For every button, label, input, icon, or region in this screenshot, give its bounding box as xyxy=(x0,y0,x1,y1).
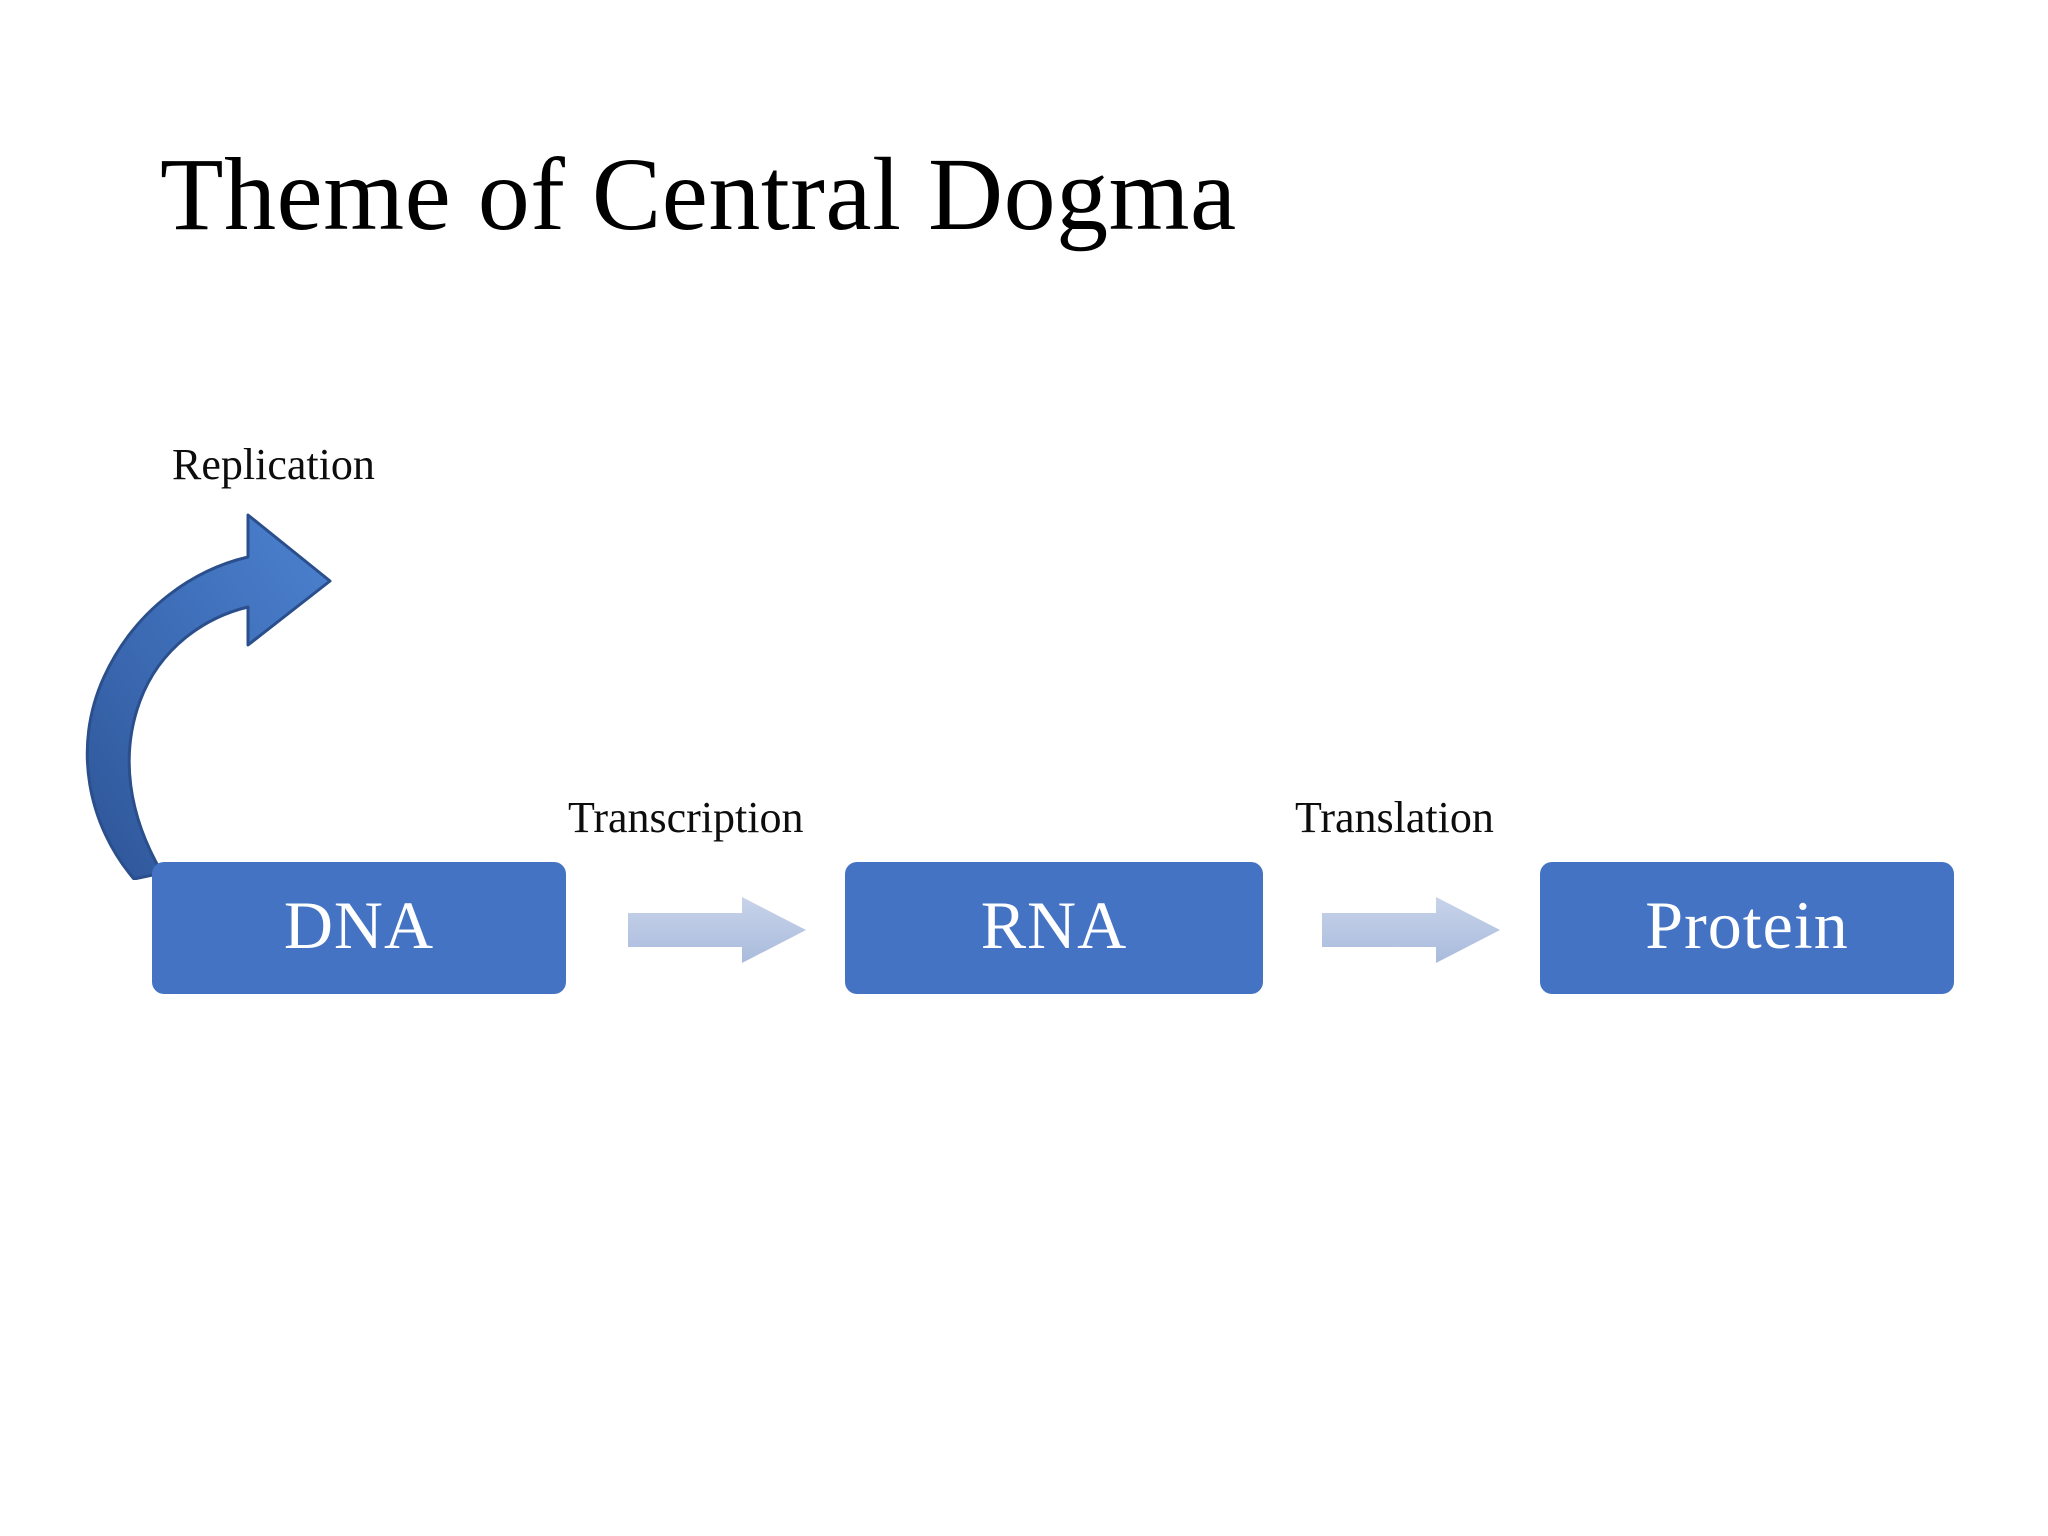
replication-arrow-shape xyxy=(85,513,332,881)
node-dna-label: DNA xyxy=(283,887,435,963)
edge-label-transcription: Transcription xyxy=(568,793,804,842)
right-arrow-shape xyxy=(628,897,806,963)
right-arrow-shape xyxy=(1322,897,1500,963)
node-protein-label: Protein xyxy=(1645,887,1849,963)
flow-arrow-translation xyxy=(1322,895,1500,965)
node-dna[interactable]: DNA xyxy=(152,862,566,994)
node-rna[interactable]: RNA xyxy=(845,862,1263,994)
edge-label-replication: Replication xyxy=(172,440,375,489)
right-arrow-icon xyxy=(628,897,806,963)
flow-arrow-transcription xyxy=(628,895,806,965)
page-title: Theme of Central Dogma xyxy=(160,137,1237,252)
edge-label-translation: Translation xyxy=(1295,793,1494,842)
node-protein[interactable]: Protein xyxy=(1540,862,1954,994)
right-arrow-icon xyxy=(1322,897,1500,963)
node-rna-label: RNA xyxy=(980,887,1128,963)
replication-arrow-icon xyxy=(85,513,332,881)
replication-curved-arrow xyxy=(30,495,360,881)
